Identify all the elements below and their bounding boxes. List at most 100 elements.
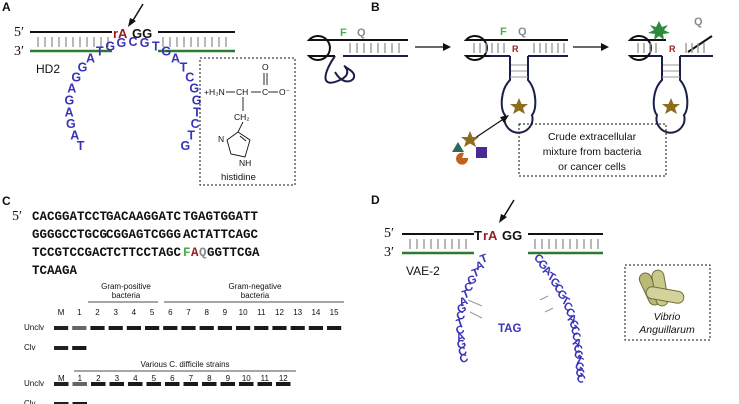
uncleaved-band bbox=[72, 326, 87, 330]
gel-lane-label: 10 bbox=[242, 374, 251, 383]
uncleaved-band bbox=[108, 326, 123, 330]
panel-b-state3-Q: Q bbox=[694, 16, 703, 28]
loop-nucleotide: A bbox=[474, 259, 486, 273]
loop-nucleotide: G bbox=[140, 36, 150, 50]
uncleaved-band bbox=[202, 382, 217, 386]
loop-nucleotide: A bbox=[65, 105, 74, 119]
uncleaved-band bbox=[165, 382, 180, 386]
loop-nucleotide: T bbox=[180, 60, 188, 74]
seq-chunk: TCCGTCCGAC bbox=[32, 246, 108, 260]
loop-nucleotide: G bbox=[78, 60, 88, 74]
cleaved-band bbox=[72, 346, 87, 350]
panel-d-three-prime: 3′ bbox=[384, 245, 394, 260]
histidine-ch2-label: CH₂ bbox=[234, 112, 250, 122]
loop-nucleotide: G bbox=[455, 338, 468, 352]
gel-lane-label: 8 bbox=[207, 374, 212, 383]
loop-nucleotide: C bbox=[454, 324, 466, 338]
gel-lane-label: 11 bbox=[257, 308, 266, 317]
panel-d: D 5′ 3′ T rA GG VAE-2 TATGCTAGCTCAGCCCGA… bbox=[371, 193, 711, 387]
panel-b-state2-R: R bbox=[512, 44, 519, 54]
panel-a-basepairs-right bbox=[162, 37, 227, 47]
gel-lane-label: 2 bbox=[95, 308, 100, 317]
panel-d-cleave-arrowhead bbox=[499, 214, 507, 223]
uncleaved-band bbox=[183, 382, 198, 386]
loop-nucleotide: T bbox=[193, 105, 201, 119]
panel-b-fluorescence-burst-icon bbox=[648, 21, 670, 40]
loop-nucleotide: G bbox=[161, 45, 171, 59]
gel-lane-label: 1 bbox=[77, 308, 82, 317]
uncleaved-band bbox=[257, 382, 272, 386]
panel-b-box-line-2: mixture from bacteria bbox=[543, 146, 642, 158]
histidine-ch-label: CH bbox=[236, 87, 248, 97]
panel-d-five-prime: 5′ bbox=[384, 226, 394, 241]
gel-lane-label: 9 bbox=[226, 374, 231, 383]
loop-nucleotide: C bbox=[191, 117, 200, 131]
panel-b: B F Q F Q R bbox=[306, 0, 713, 177]
uncleaved-band bbox=[163, 326, 178, 330]
uncleaved-band bbox=[181, 326, 196, 330]
uncleaved-band bbox=[128, 382, 143, 386]
loop-nucleotide: C bbox=[463, 281, 475, 295]
loop-nucleotide: C bbox=[458, 352, 470, 366]
uncleaved-band bbox=[276, 382, 291, 386]
panel-a-cleave-site: rA bbox=[113, 26, 128, 41]
ligand-square-icon bbox=[476, 147, 487, 158]
loop-nucleotide: C bbox=[455, 309, 467, 323]
histidine-nh3-label: +H₃N bbox=[204, 87, 225, 97]
marker-band bbox=[54, 382, 69, 386]
uncleaved-band bbox=[145, 326, 160, 330]
uncleaved-band bbox=[91, 382, 106, 386]
seq-chunk: CACGGATCCT bbox=[32, 210, 108, 224]
seq-chunk: ACTATTCAGC bbox=[183, 228, 259, 242]
loop-nucleotide: T bbox=[471, 267, 482, 281]
histidine-n-label: N bbox=[218, 134, 224, 144]
histidine-o-label: O bbox=[262, 62, 269, 72]
panel-b-ligand-mixture bbox=[452, 115, 509, 165]
loop-nucleotide: G bbox=[66, 117, 76, 131]
panel-c-five-prime: 5′ bbox=[12, 209, 22, 224]
panel-d-cleave-arrow bbox=[502, 199, 515, 219]
panel-b-binding-arrow bbox=[474, 117, 506, 139]
loop-nucleotide: C bbox=[457, 345, 469, 359]
seq-chunk: TCTTCCTAGC bbox=[106, 246, 182, 260]
gel-lane-label: 4 bbox=[132, 308, 137, 317]
gel-lane-label: 10 bbox=[239, 308, 248, 317]
seq-chunk: GGGGCCTGCG bbox=[32, 228, 107, 242]
cleaved-band bbox=[72, 402, 87, 404]
uncleaved-band bbox=[308, 326, 323, 330]
panel-b-arrow-2-head bbox=[601, 43, 609, 51]
seq-chunk: GACAAGGATC bbox=[106, 210, 182, 224]
uncleaved-band bbox=[236, 326, 251, 330]
panel-a-cleave-tail: GG bbox=[132, 26, 152, 41]
panel-a-three-prime: 3′ bbox=[14, 44, 24, 59]
panel-b-box-line-3: or cancer cells bbox=[558, 161, 626, 173]
panel-c-letter: C bbox=[2, 194, 11, 208]
loop-nucleotide: A bbox=[70, 129, 79, 143]
uncleaved-band bbox=[90, 326, 105, 330]
uncleaved-band bbox=[146, 382, 161, 386]
gel-lane-label: 12 bbox=[279, 374, 288, 383]
loop-nucleotide: A bbox=[171, 52, 180, 66]
marker-band bbox=[54, 326, 69, 330]
gram-positive-label-2: bacteria bbox=[112, 291, 141, 300]
panel-b-mixture-box bbox=[518, 123, 667, 177]
histidine-nh-label: NH bbox=[239, 158, 251, 168]
gel-lane-label: 6 bbox=[170, 374, 175, 383]
gel-lane-label: 15 bbox=[330, 308, 339, 317]
loop-nucleotide: G bbox=[105, 39, 115, 53]
gel-cleaved-label: Clv bbox=[24, 399, 36, 404]
vibrio-label-line-1: Vibrio bbox=[654, 311, 681, 323]
uncleaved-band bbox=[109, 382, 124, 386]
uncleaved-band bbox=[220, 382, 235, 386]
marker-band bbox=[54, 346, 69, 350]
gel-lane-label: 5 bbox=[152, 374, 157, 383]
panel-a-letter: A bbox=[2, 0, 11, 14]
loop-nucleotide: T bbox=[479, 252, 490, 266]
seq-rA: A bbox=[191, 246, 199, 260]
